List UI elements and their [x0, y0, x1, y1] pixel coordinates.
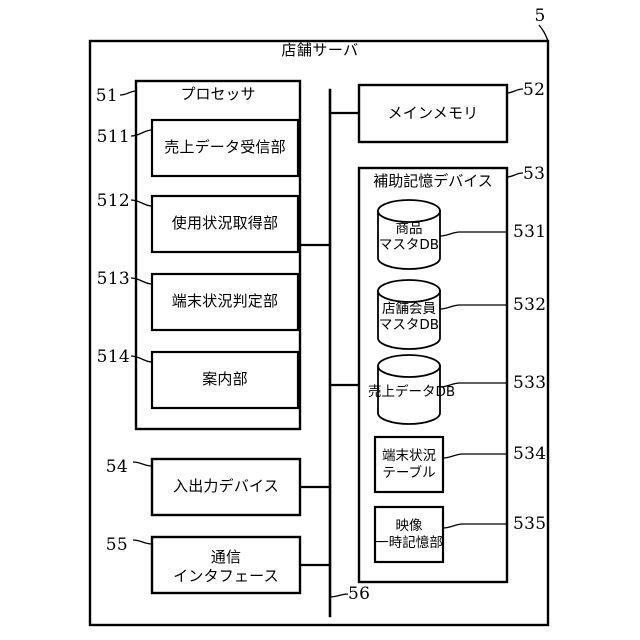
ref-label-531: 531	[513, 222, 547, 242]
db-label-531-line1: 商品	[395, 221, 423, 237]
ref-label-51: 51	[95, 86, 118, 106]
leader-line-531	[439, 231, 507, 237]
leader-line-53	[506, 172, 524, 178]
db-cylinder-531	[377, 199, 441, 270]
ref-label-512: 512	[96, 191, 130, 211]
ref-label-55: 55	[105, 535, 128, 555]
ref-label-514: 514	[96, 347, 130, 367]
ref-label-52: 52	[523, 80, 546, 100]
ref-label-56: 56	[348, 584, 371, 604]
comm-interface-box	[150, 535, 302, 595]
io-device-label: 入出力デバイス	[173, 477, 279, 496]
unit-box-512	[150, 194, 300, 254]
main-memory-label: メインメモリ	[387, 103, 479, 122]
unit-label-514: 案内部	[202, 370, 248, 389]
comm-interface-label-line2: インタフェース	[173, 567, 279, 585]
main-memory-box	[357, 83, 509, 144]
leader-line-54	[132, 461, 153, 467]
leader-line-55	[132, 539, 153, 545]
ref-label-513: 513	[96, 269, 130, 289]
unit-box-514	[150, 350, 300, 410]
db-cylinder-533	[377, 354, 441, 425]
leader-line-513	[130, 277, 153, 285]
storage-box-534	[373, 435, 445, 494]
storage-label-535-line2: 一時記憶部	[375, 535, 443, 551]
db-cylinder-532	[377, 279, 441, 350]
leader-line-514	[130, 355, 153, 363]
ref-label-5: 5	[534, 6, 546, 26]
leader-line-533	[439, 382, 507, 388]
unit-label-512: 使用状況取得部	[171, 214, 279, 233]
storage-label-534-line1: 端末状況	[382, 448, 436, 464]
unit-label-511: 売上データ受信部	[164, 138, 286, 157]
leader-line-534	[442, 453, 507, 459]
ref-label-53: 53	[523, 164, 546, 184]
unit-label-513: 端末状況判定部	[171, 292, 279, 311]
io-device-box	[150, 457, 302, 517]
leader-line-532	[439, 304, 507, 310]
leader-line-535	[442, 523, 507, 529]
unit-box-511	[150, 118, 300, 178]
page-title: 店舗サーバ	[281, 41, 359, 59]
unit-box-513	[150, 272, 300, 332]
storage-label-535-line1: 映像	[395, 518, 423, 534]
leader-line-511	[130, 129, 153, 137]
db-label-531-line2: マスタDB	[378, 237, 440, 253]
leader-line-56	[329, 593, 349, 598]
ref-label-534: 534	[513, 444, 547, 464]
storage-box-535	[373, 505, 445, 564]
db-label-532-line2: マスタDB	[378, 317, 440, 333]
leader-line-512	[130, 199, 153, 207]
storage-label-534-line2: テーブル	[382, 465, 436, 481]
ref-label-511: 511	[96, 127, 130, 147]
storage-device-title: 補助記憶デバイス	[373, 172, 493, 190]
ref-label-533: 533	[513, 373, 547, 393]
leader-line-5	[538, 24, 549, 42]
ref-label-54: 54	[105, 457, 128, 477]
leader-line-51	[119, 90, 137, 96]
leader-line-52	[506, 88, 524, 94]
comm-interface-label-line1: 通信	[210, 548, 242, 566]
ref-label-532: 532	[513, 295, 547, 315]
db-label-532-line1: 店舗会員	[382, 301, 436, 317]
ref-label-535: 535	[513, 514, 547, 534]
processor-title: プロセッサ	[180, 85, 256, 103]
db-label-533-line1: 売上データDB	[368, 384, 456, 400]
